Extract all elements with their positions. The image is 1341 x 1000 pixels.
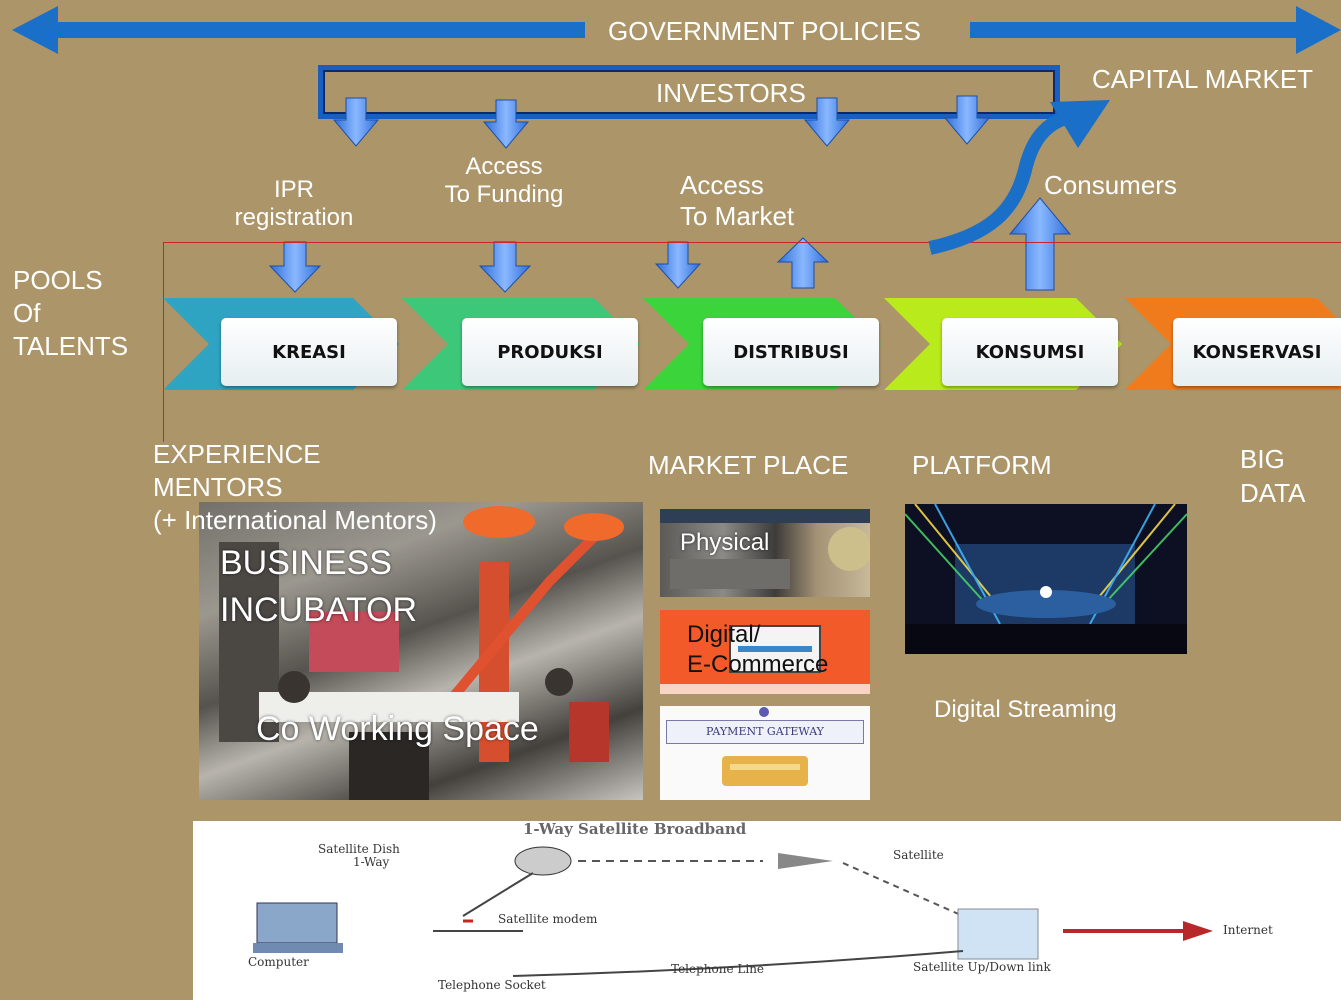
down-arrow-icon — [943, 95, 991, 145]
down-arrow-icon — [654, 241, 702, 289]
digital-ecommerce-label: Digital/ E-Commerce — [687, 621, 829, 678]
sat-phone-line: Telephone Line — [671, 962, 764, 976]
curved-arrow-icon — [928, 100, 1110, 255]
sat-uplink: Satellite Up/Down link — [913, 960, 1051, 974]
down-arrow-icon — [268, 241, 322, 293]
sat-phone-socket: Telephone Socket — [438, 978, 546, 992]
streaming-photo — [905, 504, 1187, 654]
market-place-label: MARKET PLACE — [648, 450, 849, 480]
investors-frame — [318, 65, 1060, 119]
stage-konsumsi: KONSUMSI — [884, 298, 1122, 390]
government-policies-arrow — [12, 6, 1341, 54]
coworking-label: Co Working Space — [256, 710, 539, 748]
platform-label: PLATFORM — [912, 450, 1052, 480]
capital-market-label: CAPITAL MARKET — [1092, 64, 1314, 94]
stage-label: PRODUKSI — [462, 318, 638, 386]
payment-gateway-image: PAYMENT GATEWAY — [660, 706, 870, 800]
sat-dish: Satellite Dish — [318, 842, 400, 856]
payment-gateway-label: PAYMENT GATEWAY — [666, 720, 864, 744]
sat-modem: Satellite modem — [498, 912, 598, 926]
down-arrow-icon — [482, 99, 530, 149]
sat-dish-sub: 1-Way — [353, 855, 389, 869]
access-to-market-label: Access To Market — [680, 170, 795, 231]
business-incubator-label: BUSINESS INCUBATOR — [220, 544, 418, 629]
down-arrow-icon — [478, 241, 532, 293]
government-policies-label: GOVERNMENT POLICIES — [608, 16, 922, 46]
stage-label: KONSERVASI — [1173, 318, 1341, 386]
physical-label: Physical — [680, 529, 770, 556]
sat-internet: Internet — [1223, 923, 1273, 937]
digital-streaming-label: Digital Streaming — [934, 696, 1117, 723]
ipr-label: IPR registration — [234, 176, 354, 232]
stage-label: KONSUMSI — [942, 318, 1118, 386]
stage-produksi: PRODUKSI — [402, 298, 640, 390]
process-line — [163, 242, 1341, 243]
up-arrow-icon — [776, 237, 830, 289]
sat-computer: Computer — [248, 955, 309, 969]
down-arrow-icon — [332, 97, 380, 147]
pools-of-talents-label: POOLS Of TALENTS — [13, 265, 129, 361]
stage-label: DISTRIBUSI — [703, 318, 879, 386]
investors-label: INVESTORS — [656, 78, 806, 108]
satellite-broadband-diagram: 1-Way Satellite Broadband Satellite Dish… — [193, 821, 1341, 1000]
stage-kreasi: KREASI — [163, 298, 399, 390]
stage-label: KREASI — [221, 318, 397, 386]
sat-satellite: Satellite — [893, 848, 944, 862]
physical-market-photo: Physical — [660, 509, 870, 597]
investor-arrows — [268, 95, 1072, 293]
up-arrow-icon — [1008, 197, 1072, 291]
access-to-funding-label: Access To Funding — [444, 153, 564, 209]
consumers-label: Consumers — [1044, 170, 1177, 200]
stage-distribusi: DISTRIBUSI — [643, 298, 881, 390]
experience-mentors-label: EXPERIENCE MENTORS (+ International Ment… — [153, 439, 437, 535]
stage-konservasi: KONSERVASI — [1125, 298, 1341, 390]
ecommerce-image: Digital/ E-Commerce — [660, 610, 870, 694]
coworking-photo: BUSINESS INCUBATOR Co Working Space — [199, 502, 643, 800]
sat-title: 1-Way Satellite Broadband — [523, 821, 747, 838]
down-arrow-icon — [803, 97, 851, 147]
process-line-vertical — [163, 242, 164, 442]
big-data-label: BIG DATA — [1240, 444, 1306, 508]
